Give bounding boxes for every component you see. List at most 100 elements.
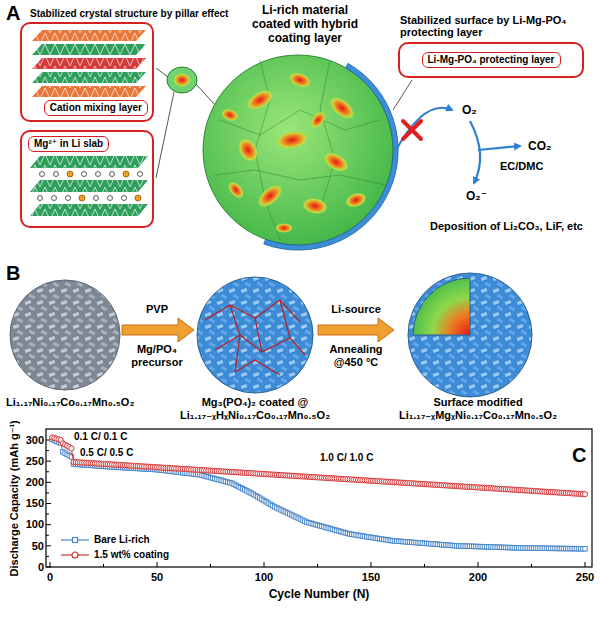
axis-title: Discharge Capacity (mAh g⁻¹) [8, 420, 21, 576]
formula-caption: Li₁.₁₇Ni₀.₁₇Co₀.₁₇Mn₀.₅O₂ [6, 396, 134, 409]
li-rich-sphere [320, 148, 352, 176]
solvent-label: EC/DMC [500, 160, 543, 173]
li-slab-layers [40, 172, 45, 177]
modified-particle [408, 273, 532, 397]
li-slab-layers [30, 156, 148, 168]
tick-label: 0 [38, 561, 44, 574]
tick-label: 200 [469, 571, 487, 584]
axis-tick [478, 562, 479, 567]
li-slab-layers [30, 204, 148, 216]
li-rich-sphere [225, 178, 247, 201]
axis-tick [46, 535, 49, 536]
li-rich-sphere [219, 69, 368, 233]
crystal-layers [32, 30, 146, 41]
li-slab-layers [108, 196, 113, 201]
crystal-layers [32, 86, 146, 97]
li-rich-sphere [274, 128, 311, 152]
bare-particle [10, 280, 120, 390]
li-rich-sphere [234, 134, 263, 166]
bare-particle [10, 280, 120, 390]
step-label: Mg/PO₄ precursor [117, 343, 197, 368]
tick-label: 250 [576, 571, 594, 584]
axis-tick [585, 562, 586, 567]
reaction-arrows [396, 108, 452, 150]
crystal-layers [32, 44, 146, 55]
axis-tick [46, 545, 51, 546]
legend-text: Bare Li-rich [94, 534, 150, 546]
li-rich-sphere [219, 106, 240, 123]
coated-series-markers [50, 435, 588, 497]
li-slab-layers [138, 172, 143, 177]
li-slab-layers [82, 172, 87, 177]
li-rich-sphere [255, 60, 280, 240]
crystal-layers [32, 30, 146, 97]
axis-tick [50, 562, 51, 567]
li-slab-layers [30, 180, 148, 192]
li-slab-layers [54, 172, 59, 177]
coated-series-line [52, 438, 585, 495]
callout-heading: Stabilized crystal structure by pillar e… [30, 8, 228, 20]
tick-label: 200 [26, 476, 44, 489]
axis-tick [103, 564, 104, 567]
li-slab-layers [110, 172, 115, 177]
axis-tick [264, 562, 265, 567]
tick-label: 50 [32, 540, 44, 553]
legend-sample [60, 534, 90, 546]
axis-tick [531, 564, 532, 567]
tick-label: 0 [47, 571, 53, 584]
pointer-lines [156, 68, 168, 77]
li-slab-layers [30, 204, 148, 216]
li-rich-sphere [301, 196, 329, 216]
crystal-layers [32, 72, 146, 83]
li-rich-sphere [343, 190, 368, 211]
li-slab-layers [38, 196, 43, 201]
li-rich-sphere [243, 86, 277, 115]
axis-tick [46, 524, 51, 525]
process-arrow [318, 318, 394, 342]
li-slab-layers [30, 156, 148, 168]
crystal-layers [32, 58, 146, 69]
note-label: Deposition of Li₂CO₃, LiF, etc [430, 220, 583, 233]
axis-tick [46, 461, 51, 462]
tick-label: 250 [26, 455, 44, 468]
callout-box: Mg²⁺ in Li slab [20, 130, 154, 228]
li-slab-layers [67, 171, 141, 201]
coated-particle [205, 300, 305, 375]
li-slab-layers [135, 195, 141, 201]
tick-label: 150 [26, 497, 44, 510]
label-tag: Cation mixing layer [44, 100, 148, 116]
legend-sample [60, 549, 90, 561]
formula-caption: Mg₃(PO₄)₂ coated @ Li₁.₁₇₋ₓHₓNi₀.₁₇Co₀.₁… [150, 396, 360, 421]
block-cross [403, 121, 421, 139]
axis-tick [210, 564, 211, 567]
coated-particle [197, 277, 313, 393]
step-label: Annealing @450 °C [316, 343, 396, 368]
crystal-layers [32, 30, 146, 41]
li-slab-layers [52, 196, 57, 201]
li-slab-layers [96, 172, 101, 177]
li-slab-layers [66, 196, 71, 201]
coated-particle [197, 277, 313, 393]
pointer-lines [196, 84, 214, 104]
axis-title: Cycle Number (N) [269, 588, 370, 602]
process-arrow [122, 318, 194, 342]
li-rich-sphere [215, 170, 385, 185]
grain-icon [173, 73, 191, 87]
rate-annotation: 0.5 C/ 0.5 C [80, 447, 133, 459]
step-label: Li-source [331, 303, 381, 316]
bare-series-line [52, 440, 585, 549]
pointer-lines [156, 92, 174, 178]
axis-tick [46, 471, 49, 472]
li-rich-sphere [264, 63, 398, 250]
li-slab-layers [94, 196, 99, 201]
crystal-layers [32, 44, 146, 55]
crystal-layers [32, 86, 146, 97]
tick-label: 100 [26, 518, 44, 531]
li-rich-sphere [320, 60, 335, 210]
block-cross [403, 121, 421, 139]
rate-annotation: 0.1 C/ 0.1 C [74, 431, 127, 443]
crystal-layers [32, 72, 146, 83]
sphere-title: Li-rich material coated with hybrid coat… [243, 4, 368, 45]
